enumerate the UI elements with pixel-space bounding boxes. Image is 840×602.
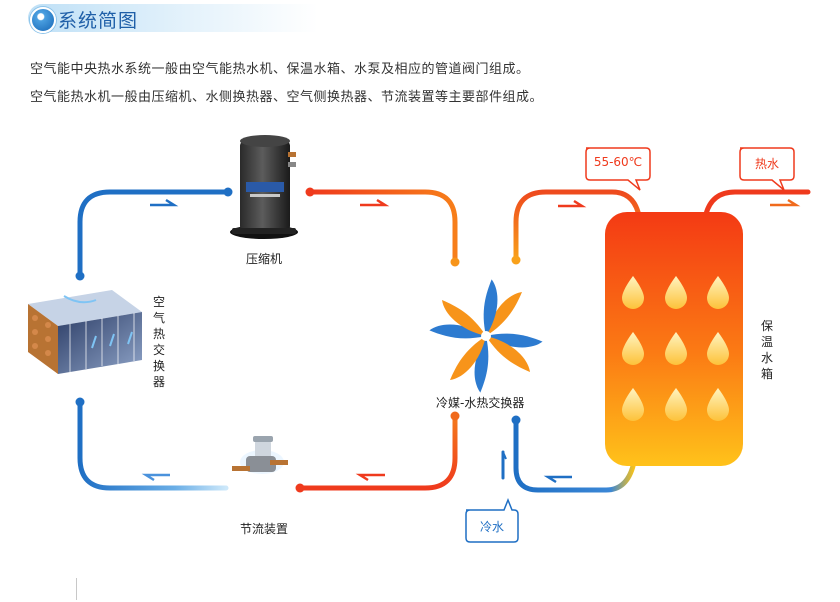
pipe-cold-water-loop [513,417,637,493]
water-drop-icon [707,276,729,309]
throttle-label: 节流装置 [240,522,289,536]
pipe-endpoint-dot [305,187,315,197]
pipe-endpoint-dot [511,415,521,425]
air-exchanger-label: 空气热交换器 [152,295,165,389]
temperature-label: 55-60℃ [593,155,643,169]
water-tank-label: 保温水箱 [760,319,773,381]
water-drop-icon [665,276,687,309]
flow-arrow-icon [360,198,390,207]
bullet-icon [30,7,56,33]
pipe-hot-water-to-tank [513,189,641,263]
pipe-endpoint-dot [450,411,460,421]
water-drop-icon [622,388,644,421]
cold-water-callout-box [465,497,519,543]
flow-arrow-icon [150,198,179,207]
description-line-2: 空气能热水机一般由压缩机、水侧换热器、空气侧换热器、节流装置等主要部件组成。 [30,90,544,105]
pipe-left-top [77,189,231,279]
description-line-1: 空气能中央热水系统一般由空气能热水机、保温水箱、水泵及相应的管道阀门组成。 [30,62,530,77]
water-drop-icon [665,332,687,365]
pipe-endpoint-dot [75,271,85,281]
water-drop-icon [665,388,687,421]
refrigerant-water-exchanger-label: 冷媒-水热交换器 [436,396,525,410]
water-drop-icon [707,332,729,365]
pipe-endpoint-dot [223,187,233,197]
compressor-label: 压缩机 [246,252,283,266]
airflow-arrow-icon [91,335,97,349]
flow-arrow-icon [543,475,572,484]
pipe-hot-water-outlet [703,189,811,217]
air-heat-exchanger-icon [28,290,142,374]
section-title: 系统简图 [58,10,139,32]
pipe-endpoint-dot [75,397,85,407]
airflow-arrow-icon [109,333,115,347]
flow-arrow-icon [770,198,801,207]
cold-water-inlet-icon [502,451,507,460]
pipe-exchanger-out [297,413,458,491]
airflow-arrow-icon [127,331,133,345]
flow-arrow-icon [355,473,385,482]
pipe-endpoint-dot [295,483,305,493]
flow-arrow-icon [558,199,587,208]
refrigerant-water-exchanger-icon [429,279,543,393]
water-drop-icon [707,388,729,421]
pipe-left-bottom [77,399,229,491]
pipe-compressor-out [307,189,458,265]
water-drops [622,276,729,421]
temperature-callout-box [585,147,651,191]
compressor-icon [230,135,298,239]
throttle-device-icon [232,436,288,474]
water-drop-icon [622,332,644,365]
title-bar [28,4,318,32]
water-drop-icon [622,276,644,309]
hot-water-label: 热水 [754,157,779,171]
airflow-arrow-icon [63,295,97,304]
hot-water-callout-box [739,147,795,191]
divider-line [76,578,77,600]
pipe-endpoint-dot [511,255,521,265]
flow-arrow-icon [141,473,170,482]
cold-water-label: 冷水 [479,520,504,534]
pipe-endpoint-dot [450,257,460,267]
